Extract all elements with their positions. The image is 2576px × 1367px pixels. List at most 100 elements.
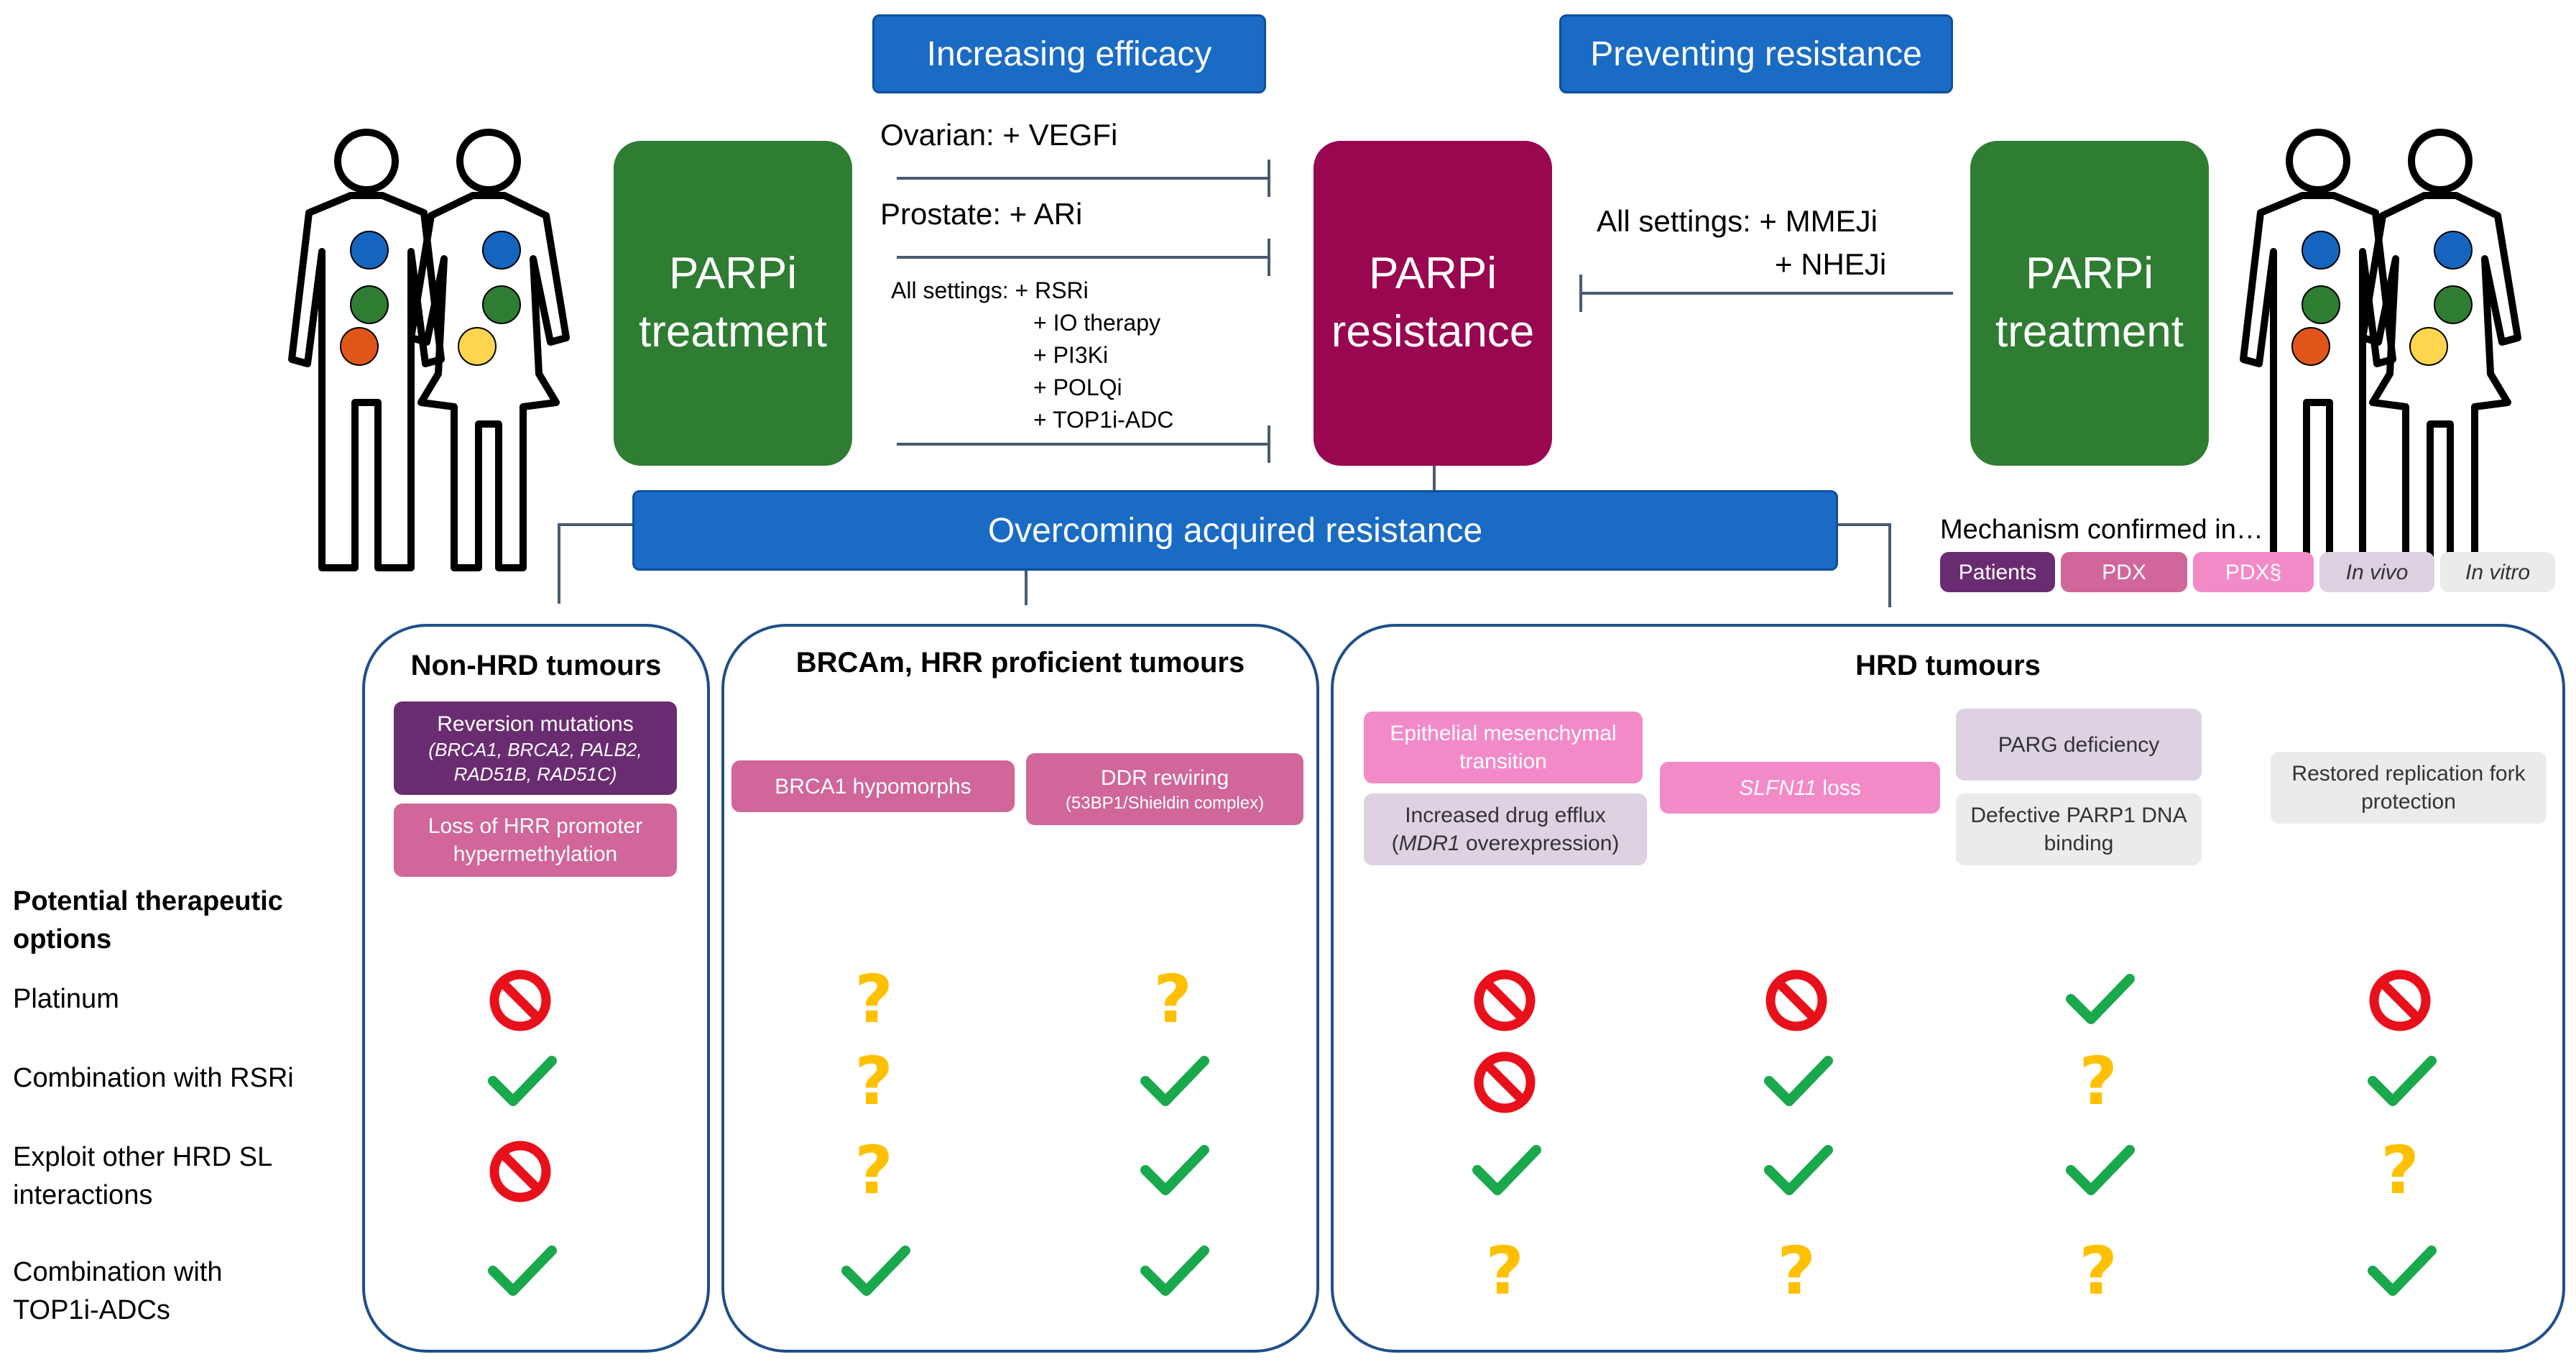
non-hrd-panel [362,624,710,1353]
drug-efflux-line-2: (MDR1 overexpression) [1391,832,1620,855]
brcam-panel [721,624,1319,1353]
legend-pdx-section: PDX§ [2193,552,2314,592]
brcam-title: BRCAm, HRR proficient tumours [795,647,1245,678]
legend-pdx: PDX [2061,552,2187,592]
symbol-check-r3-c5 [1764,1145,1833,1195]
symbol-prohibit-r1-c5 [1765,970,1827,1031]
ovarian-combo-label: Ovarian: + VEGFi [880,118,1118,152]
parpi-resistance-block: PARPi resistance [1314,141,1552,466]
all-settings-combo-line-5: + TOP1i-ADC [1033,407,1174,433]
symbol-prohibit-r1-c7 [2369,970,2431,1031]
symbol-question-r3-c7: ? [2381,1132,2419,1209]
row-label-top1i: Combination with TOP1i-ADCs [13,1257,223,1326]
symbol-question-r3-c2: ? [854,1132,892,1209]
parg-deficiency-box: PARG deficiency [1956,709,2202,781]
left-male-figure-organ-1 [350,285,389,324]
hrd-panel [1331,624,2565,1353]
increasing-efficacy-header: Increasing efficacy [872,14,1266,93]
row-label-rsri: Combination with RSRi [13,1063,294,1093]
symbol-check-r2-c1 [488,1056,557,1106]
left-male-figure [288,129,445,571]
ddr-subtitle: (53BP1/Shieldin complex) [1065,793,1265,813]
loss-hrr-hypermethylation-box: Loss of HRR promoter hypermethylation [394,804,677,877]
symbol-question-r1-c3: ? [1153,961,1191,1038]
reversion-mutations-box: Reversion mutations (BRCA1, BRCA2, PALB2… [394,701,677,795]
right-parpi-treatment-block: PARPi treatment [1970,141,2209,466]
left-male-figure-organ-2 [340,327,379,366]
symbol-check-r2-c7 [2368,1056,2437,1106]
symbol-check-r3-c6 [2066,1145,2135,1195]
mmej-combo-label: All settings: + MMEJi [1597,204,1878,238]
drug-efflux-line-1: Increased drug efflux [1405,804,1606,827]
hrd-title: HRD tumours [1855,650,2041,681]
symbol-check-r4-c2 [841,1246,910,1296]
symbol-check-r4-c7 [2368,1246,2437,1296]
legend-in-vitro: In vitro [2440,552,2555,592]
all-settings-combo-line-3: + PI3Ki [1033,342,1109,368]
non-hrd-title: Non-HRD tumours [410,650,662,681]
right-female-figure-organ-2 [2409,327,2448,366]
mdr1-gene: MDR1 [1398,832,1460,855]
right-female-figure-organ-1 [2434,285,2473,324]
left-parpi-treatment-block: PARPi treatment [614,141,852,466]
brca1-hypomorphs-box: BRCA1 hypomorphs [731,760,1015,812]
emt-box: Epithelial mesenchymal transition [1364,712,1643,783]
symbol-check-r1-c6 [2066,974,2135,1024]
symbol-prohibit-r2-c4 [1474,1051,1536,1113]
legend-in-vivo: In vivo [2319,552,2434,592]
row-label-sl: Exploit other HRD SL interactions [13,1142,272,1211]
symbol-check-r2-c5 [1764,1056,1833,1106]
slfn11-loss-box: SLFN11 loss [1660,762,1940,814]
right-female-figure-organ-0 [2434,231,2473,270]
overcoming-resistance-bar: Overcoming acquired resistance [632,490,1838,571]
legend-title: Mechanism confirmed in… [1940,515,2263,545]
reversion-genes-2: RAD51B, RAD51C) [453,763,617,785]
all-settings-combo-line-2: + IO therapy [1033,310,1160,336]
preventing-resistance-header: Preventing resistance [1559,14,1953,93]
ddr-rewiring-box: DDR rewiring (53BP1/Shieldin complex) [1026,753,1303,825]
all-settings-combo-line-1: All settings: + RSRi [891,277,1089,303]
left-female-figure-body [407,192,570,571]
left-female-figure-organ-1 [482,285,521,324]
symbol-prohibit-r1-c4 [1474,970,1536,1031]
row-label-platinum: Platinum [13,984,119,1014]
symbol-check-r3-c3 [1140,1145,1209,1195]
symbol-prohibit-r1-c1 [489,970,551,1031]
symbol-question-r4-c4: ? [1485,1233,1523,1310]
symbol-check-r3-c4 [1472,1145,1541,1195]
reversion-title: Reversion mutations [437,712,634,736]
left-male-figure-organ-0 [350,231,389,270]
symbol-check-r2-c3 [1140,1056,1209,1106]
right-male-figure-organ-2 [2291,327,2330,366]
right-male-figure-organ-0 [2302,231,2340,270]
left-female-figure-head [456,129,521,193]
right-male-figure-head [2286,129,2350,193]
right-male-figure-organ-1 [2302,285,2340,324]
left-female-figure-organ-2 [458,327,497,366]
defective-parp1-box: Defective PARP1 DNA binding [1956,793,2202,865]
left-female-figure-organ-0 [482,231,521,270]
prostate-combo-label: Prostate: + ARi [880,197,1083,231]
symbol-question-r4-c5: ? [1777,1233,1815,1310]
legend-patients: Patients [1940,552,2055,592]
options-heading: Potential therapeutic options [13,886,283,955]
reversion-genes-1: (BRCA1, BRCA2, PALB2, [428,738,642,760]
nhej-combo-label: + NHEJi [1775,247,1887,281]
left-female-figure [407,129,570,571]
drug-efflux-box: Increased drug efflux (MDR1 overexpressi… [1364,793,1647,865]
all-settings-combo-line-4: + POLQi [1033,374,1122,400]
symbol-question-r4-c6: ? [2079,1233,2117,1310]
slfn11-gene: SLFN11 [1739,775,1817,800]
symbol-check-r4-c3 [1140,1246,1209,1296]
symbol-prohibit-r3-c1 [489,1141,551,1202]
restored-fork-protection-box: Restored replication fork protection [2271,752,2547,824]
left-male-figure-head [334,129,399,193]
right-female-figure-body [2359,192,2521,571]
ddr-title: DDR rewiring [1100,765,1229,790]
right-female-figure-head [2408,129,2473,193]
symbol-question-r2-c2: ? [854,1043,892,1120]
